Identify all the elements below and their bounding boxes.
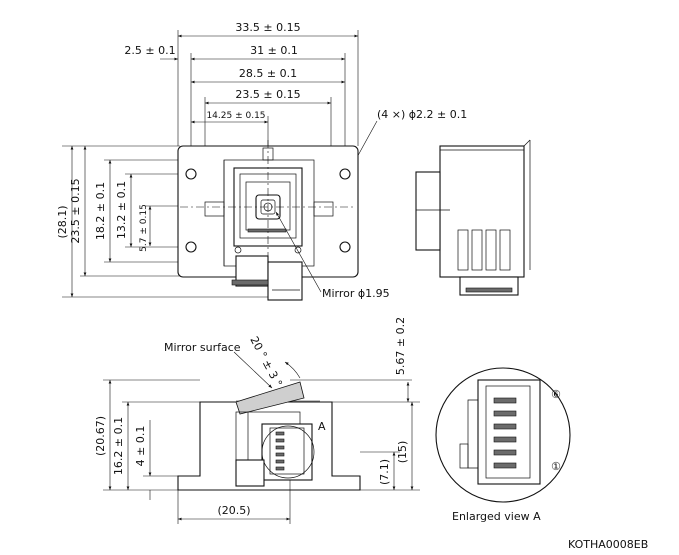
mirror-surface-label: Mirror surface (164, 341, 241, 354)
dim-height-ref: (28.1) (56, 205, 69, 238)
enlarged-view-caption: Enlarged view A (452, 510, 541, 523)
side-view (415, 139, 531, 296)
dim-14-25: 14.25 ± 0.15 (206, 111, 265, 121)
top-view-body (177, 140, 359, 301)
view-marker-a: A (318, 420, 326, 433)
pin-1-label: ① (551, 460, 561, 473)
dim-13-2: 13.2 ± 0.1 (115, 181, 128, 239)
hole-note: (4 ×) ϕ2.2 ± 0.1 (377, 108, 467, 121)
mounting-hole-icon (339, 168, 351, 180)
mounting-hole-icon (339, 241, 351, 253)
enlarged-pins (493, 397, 517, 469)
front-view: Mirror surface 20 ° ± 3 ° 5.67 ± 0.2 A (94, 317, 420, 524)
vertical-dimensions: (28.1) 23.5 ± 0.15 18.2 ± 0.1 13.2 ± 0.1… (56, 145, 300, 298)
dim-16-2: 16.2 ± 0.1 (112, 417, 125, 475)
angle-note: 20 ° ± 3 ° (247, 334, 284, 389)
horizontal-dimensions: 33.5 ± 0.15 2.5 ± 0.1 31 ± 0.1 28.5 ± 0.… (124, 21, 359, 168)
dim-20-67: (20.67) (94, 416, 107, 456)
drawing-code: KOTHA0008EB (568, 538, 648, 551)
dim-15: (15) (396, 441, 409, 464)
dim-height: 23.5 ± 0.15 (69, 178, 82, 243)
dim-5-67: 5.67 ± 0.2 (394, 317, 407, 375)
dim-4: 4 ± 0.1 (134, 426, 147, 467)
dim-7-1: (7.1) (378, 459, 391, 485)
dim-5-7: 5.7 ± 0.15 (139, 204, 149, 252)
dim-31: 31 ± 0.1 (250, 44, 298, 57)
dim-23-5: 23.5 ± 0.15 (235, 88, 300, 101)
dim-28-5: 28.5 ± 0.1 (239, 67, 297, 80)
dim-20-5: (20.5) (217, 504, 250, 517)
enlarged-view: ⑥ ① Enlarged view A (435, 367, 571, 523)
mounting-hole-icon (185, 168, 197, 180)
dim-18-2: 18.2 ± 0.1 (94, 182, 107, 240)
mirror-note: Mirror ϕ1.95 (322, 287, 390, 300)
pin-6-label: ⑥ (551, 388, 561, 401)
dim-edge-offset: 2.5 ± 0.1 (124, 44, 175, 57)
mounting-hole-icon (185, 241, 197, 253)
dim-overall-width: 33.5 ± 0.15 (235, 21, 300, 34)
top-view: 33.5 ± 0.15 2.5 ± 0.1 31 ± 0.1 28.5 ± 0.… (56, 21, 467, 301)
connector-pins (275, 431, 285, 471)
